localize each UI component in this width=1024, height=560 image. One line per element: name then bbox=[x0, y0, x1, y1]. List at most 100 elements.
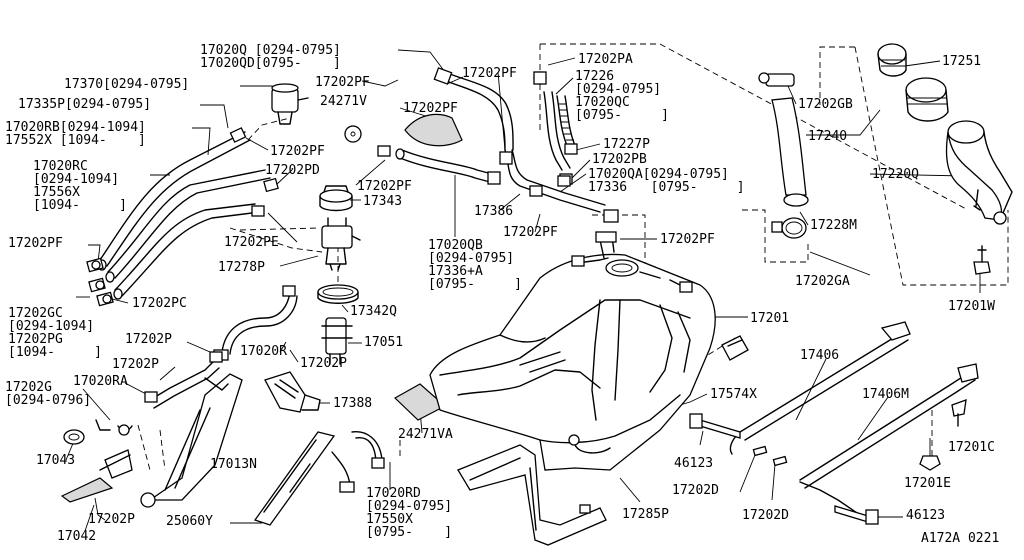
filler-tube-17013n bbox=[140, 373, 243, 508]
part-label: [0795- ] bbox=[366, 525, 453, 540]
part-label: 17240 bbox=[808, 129, 848, 144]
filler-neck-17220q bbox=[945, 120, 1013, 225]
part-label: 17020QB bbox=[428, 238, 483, 253]
lock-ring-17342q bbox=[317, 284, 359, 304]
small-clamps-upper bbox=[533, 71, 571, 187]
bolts-and-nuts bbox=[689, 399, 967, 525]
tube-17020rd bbox=[351, 431, 385, 469]
part-label: 17202P bbox=[112, 357, 159, 372]
part-label: 17202D bbox=[742, 508, 789, 523]
tube-17020ra bbox=[144, 351, 223, 409]
part-label: 17013N bbox=[210, 457, 257, 472]
part-label: 17202PF bbox=[315, 75, 370, 90]
heat-shield-24271v bbox=[404, 113, 463, 147]
part-label: 17336+A bbox=[428, 264, 483, 279]
part-label: 17228M bbox=[810, 218, 857, 233]
vent-hose-upper bbox=[377, 67, 514, 185]
bolt-17201w bbox=[973, 245, 991, 275]
left-clamps bbox=[86, 257, 114, 307]
part-label: 17020RD bbox=[366, 486, 421, 501]
part-label: 17020QA[0294-0795] bbox=[588, 167, 729, 182]
sender-unit-25060y bbox=[253, 431, 355, 526]
part-label: 17335P[0294-0795] bbox=[18, 97, 152, 112]
part-label: 17202PB bbox=[592, 152, 647, 167]
dashed-group-lines bbox=[137, 43, 1009, 471]
part-label: 24271V bbox=[320, 94, 367, 109]
part-label: 17043 bbox=[36, 453, 76, 468]
part-label: 17020RB[0294-1094] bbox=[5, 120, 146, 135]
part-label: 17051 bbox=[364, 335, 404, 350]
part-label: 17202P bbox=[88, 512, 135, 527]
part-label: [0294-1094] bbox=[8, 319, 95, 334]
part-label: [1094- ] bbox=[33, 198, 127, 213]
part-label: [0294-0795] bbox=[366, 499, 453, 514]
part-label: 17556X bbox=[33, 185, 80, 200]
part-label: 17202PA bbox=[578, 52, 633, 67]
part-label: 46123 bbox=[906, 508, 946, 523]
part-label: 17552X [1094- ] bbox=[5, 133, 146, 148]
clamp-17202ga bbox=[771, 217, 807, 239]
part-label: 25060Y bbox=[166, 514, 213, 529]
part-label: 17202GA bbox=[795, 274, 850, 289]
left-hose-bundle bbox=[97, 127, 279, 300]
part-label: 17202PF bbox=[270, 144, 325, 159]
part-label: 17202GC bbox=[8, 306, 63, 321]
part-label: 17202P bbox=[300, 356, 347, 371]
part-label: 17386 bbox=[474, 204, 514, 219]
part-label: [1094- ] bbox=[8, 345, 102, 360]
part-label: 17202PF bbox=[503, 225, 558, 240]
part-label: 17343 bbox=[363, 194, 403, 209]
part-label: 17020RA bbox=[73, 374, 128, 389]
part-label: 24271VA bbox=[398, 427, 453, 442]
part-label: 17406M bbox=[862, 387, 909, 402]
part-label: 17202PE bbox=[224, 235, 279, 250]
part-label: 17202P bbox=[125, 332, 172, 347]
part-label: 17202PG bbox=[8, 332, 63, 347]
part-label: 17201W bbox=[948, 299, 995, 314]
part-label: 17574X bbox=[710, 387, 757, 402]
sender-17388 bbox=[264, 371, 321, 413]
part-label: 17020R bbox=[240, 344, 287, 359]
seal-17251 bbox=[877, 43, 907, 77]
part-label: 17226 bbox=[575, 69, 615, 84]
part-label: 17406 bbox=[800, 348, 840, 363]
part-label: 17202PC bbox=[132, 296, 187, 311]
part-label: [0294-1094] bbox=[33, 172, 120, 187]
part-label: 17202PF bbox=[462, 66, 517, 81]
part-label: 17202GB bbox=[798, 97, 853, 112]
part-label: [0294-0795] bbox=[575, 82, 662, 97]
diagram-code: A172A 0221 bbox=[921, 531, 1000, 546]
part-label: [0294-0796] bbox=[5, 393, 92, 408]
part-label: 17342Q bbox=[350, 304, 397, 319]
strap-17406 bbox=[729, 321, 911, 455]
clip-17574x bbox=[721, 335, 749, 361]
tank-protector-17285p bbox=[457, 444, 607, 546]
part-label: 17202G bbox=[5, 380, 52, 395]
part-label: 17220Q bbox=[872, 167, 919, 182]
part-label: 17201 bbox=[750, 311, 790, 326]
part-label: 17336 [0795- ] bbox=[588, 180, 745, 195]
part-label: 17202D bbox=[672, 483, 719, 498]
leader-lines bbox=[65, 49, 981, 532]
part-label: 17202PF bbox=[8, 236, 63, 251]
part-label: 17251 bbox=[942, 54, 982, 69]
part-label: 17201C bbox=[948, 440, 995, 455]
part-label: 17020QC bbox=[575, 95, 630, 110]
part-label: 17550X bbox=[366, 512, 413, 527]
part-label: 17020Q [0294-0795] bbox=[200, 43, 341, 58]
part-label: 17388 bbox=[333, 396, 373, 411]
grommet-17240 bbox=[905, 77, 949, 122]
part-label: 17285P bbox=[622, 507, 669, 522]
part-label: 46123 bbox=[674, 456, 714, 471]
fuel-tank-17201 bbox=[429, 231, 716, 471]
evap-valve-17370 bbox=[271, 83, 309, 125]
fuel-pump-17051 bbox=[321, 317, 353, 365]
part-label: 17202PF bbox=[660, 232, 715, 247]
fuel-sender-assembly bbox=[319, 185, 361, 271]
part-label: [0294-0795] bbox=[428, 251, 515, 266]
part-label: 17201E bbox=[904, 476, 951, 491]
part-label: 17202PD bbox=[265, 163, 320, 178]
tube-17386 bbox=[499, 149, 619, 223]
